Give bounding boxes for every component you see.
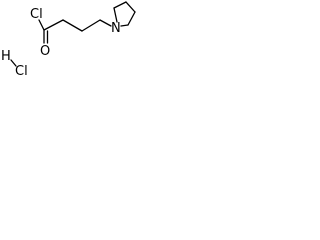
bond-c2-c3 bbox=[62, 19, 83, 32]
carbonyl-oxygen-label: O bbox=[40, 44, 50, 59]
bond-ring-n-ca bbox=[113, 7, 118, 23]
hcl-hydrogen-label: H bbox=[1, 49, 11, 64]
bond-hydrogen-chloride bbox=[10, 59, 17, 67]
ring-nitrogen-label: N bbox=[111, 21, 121, 36]
hcl-chlorine-label: Cl bbox=[15, 64, 28, 76]
bond-ring-ca-cb bbox=[113, 1, 127, 9]
bond-c1-c2 bbox=[43, 19, 64, 31]
bond-ring-cd-n bbox=[120, 24, 129, 27]
chemical-structure: Cl O N H Cl bbox=[1, 1, 136, 76]
bond-carbonyl-chlorine bbox=[38, 19, 45, 31]
bond-ring-cc-cd bbox=[127, 11, 136, 26]
bond-c4-nitrogen bbox=[99, 19, 112, 27]
acyl-chlorine-label: Cl bbox=[30, 7, 43, 22]
bond-ring-cb-cc bbox=[125, 1, 136, 13]
bond-c3-c4 bbox=[81, 19, 101, 32]
